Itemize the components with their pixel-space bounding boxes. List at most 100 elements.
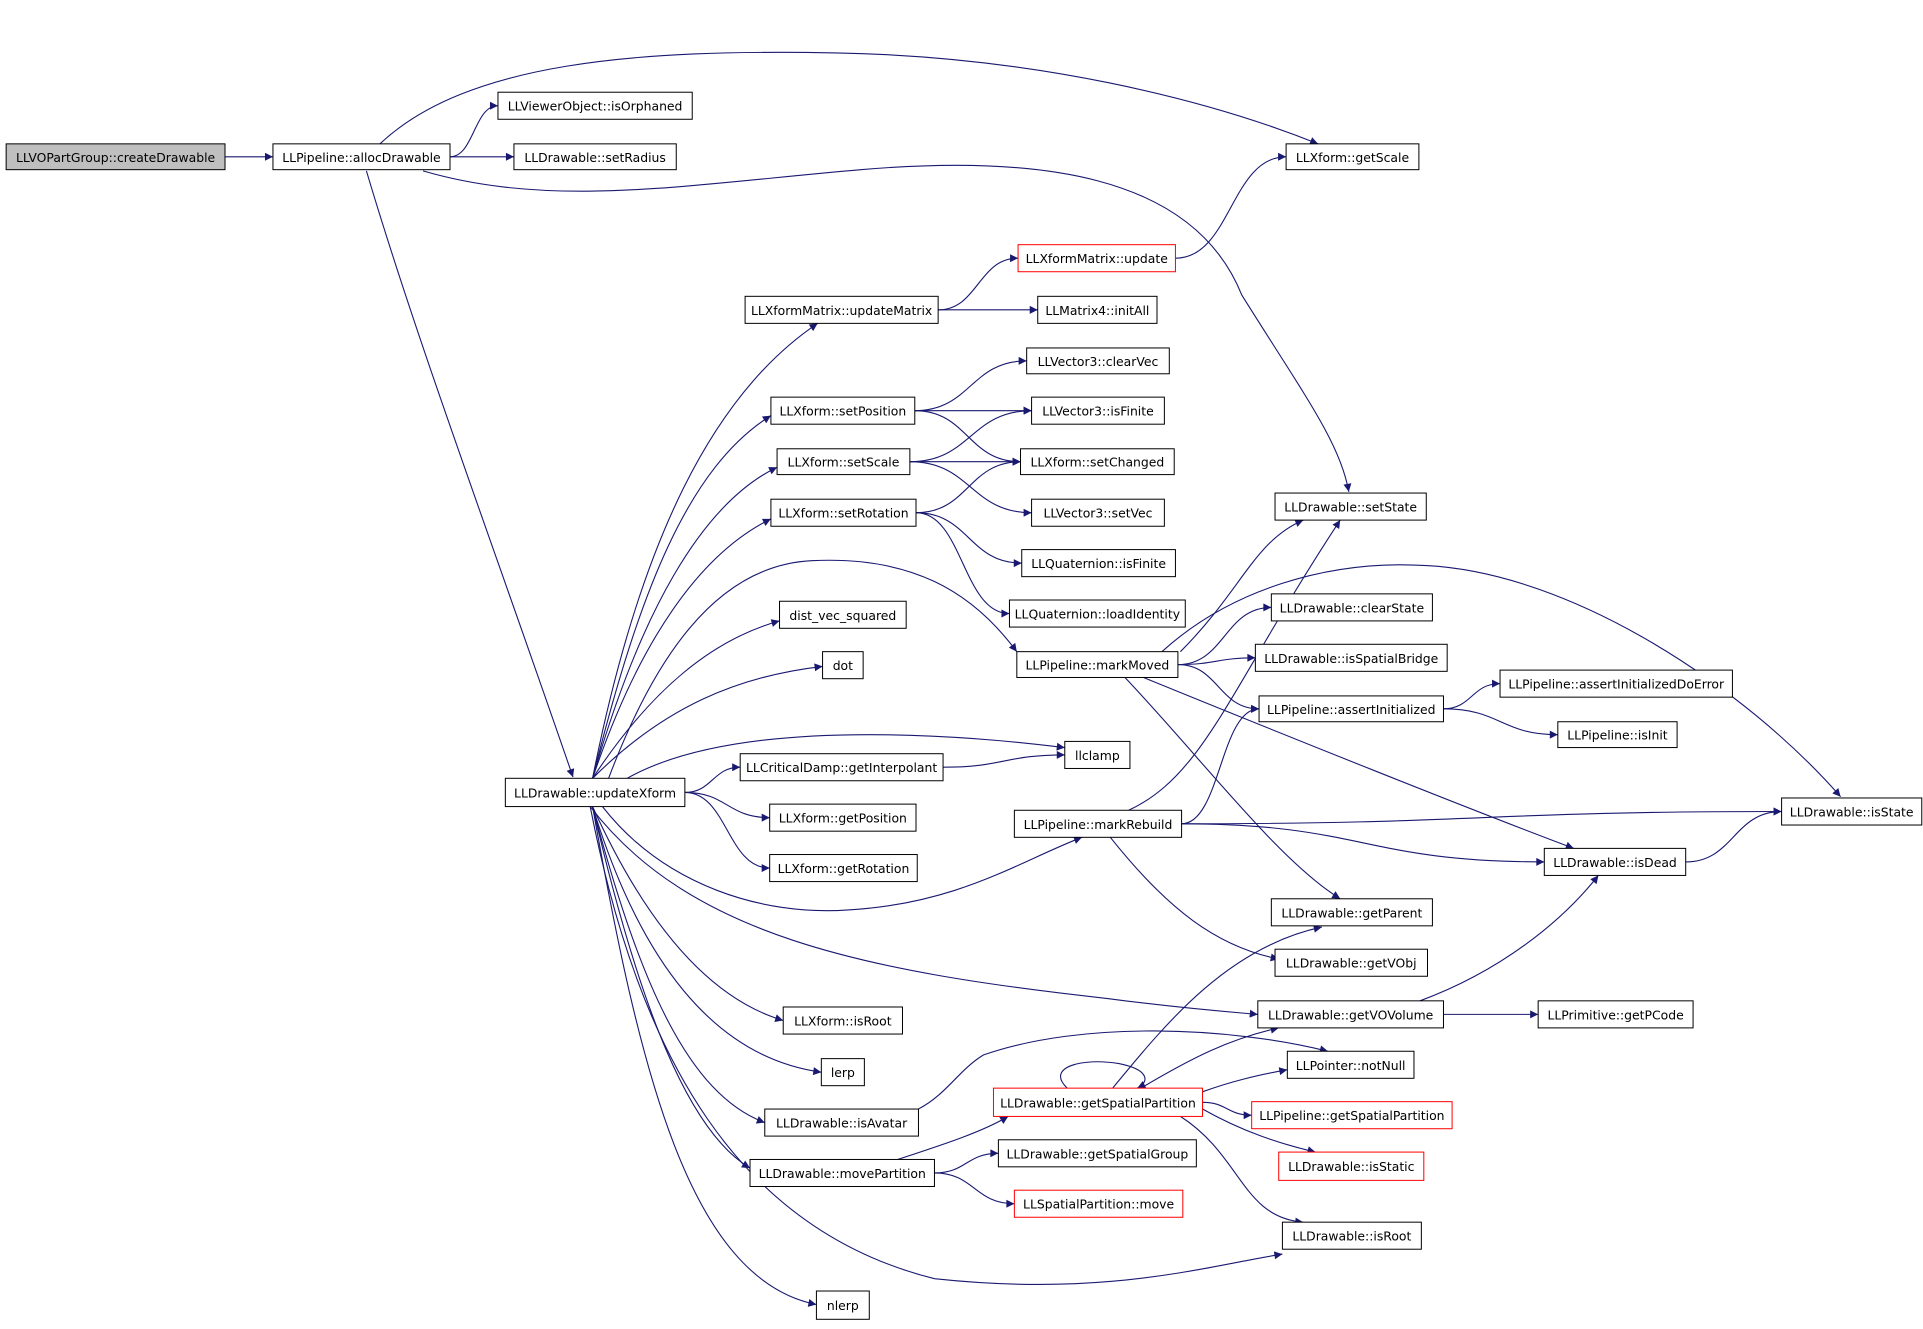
edge-setRotation-to-loadIdentity [916, 512, 1010, 618]
node-getParent[interactable]: LLDrawable::getParent [1270, 898, 1433, 927]
node-label: LLXform::getScale [1296, 150, 1409, 165]
edge-getSpatialPartition-to-isStatic [1202, 1108, 1316, 1155]
edge-updateXform-to-movePartition [592, 806, 751, 1169]
node-assertInit[interactable]: LLPipeline::assertInitialized [1258, 695, 1444, 723]
node-box [820, 1058, 865, 1087]
node-v3isFinite[interactable]: LLVector3::isFinite [1031, 396, 1165, 425]
node-getScale[interactable]: LLXform::getScale [1285, 143, 1420, 171]
edge-setPosition-to-clearVec [914, 356, 1027, 412]
node-clearState[interactable]: LLDrawable::clearState [1270, 593, 1433, 622]
node-isSpatialBridge[interactable]: LLDrawable::isSpatialBridge [1254, 643, 1448, 672]
node-setPosition[interactable]: LLXform::setPosition [770, 396, 916, 425]
node-isInit[interactable]: LLPipeline::isInit [1557, 721, 1678, 749]
node-updateMatrix[interactable]: LLXformMatrix::updateMatrix [744, 295, 939, 324]
node-lerp[interactable]: lerp [820, 1058, 865, 1087]
edge-getSpatialPartition-to-getSpatialPartition [1060, 1061, 1147, 1089]
edge-getSpatialPartition-to-getVOVolume [1140, 1025, 1279, 1089]
node-box [822, 651, 864, 680]
node-isStatic[interactable]: LLDrawable::isStatic [1278, 1151, 1425, 1181]
node-getPCode[interactable]: LLPrimitive::getPCode [1537, 1000, 1694, 1029]
node-box [770, 396, 916, 425]
node-label: LLDrawable::setRadius [524, 150, 666, 165]
node-label: LLPipeline::assertInitializedDoError [1508, 677, 1725, 692]
node-setVec[interactable]: LLVector3::setVec [1031, 498, 1165, 527]
edge-isDead-to-isState [1685, 807, 1782, 863]
node-label: LLDrawable::getParent [1281, 905, 1422, 920]
edge-markMoved-to-setState [1180, 519, 1304, 653]
node-label: LLDrawable::setState [1284, 500, 1417, 515]
node-setChanged[interactable]: LLXform::setChanged [1020, 448, 1175, 476]
edge-getInterpolant-to-llclamp [943, 750, 1065, 768]
node-getVOVolume[interactable]: LLDrawable::getVOVolume [1257, 1000, 1444, 1029]
node-allocDrawable[interactable]: LLPipeline::allocDrawable [272, 143, 451, 171]
node-label: LLPipeline::markMoved [1026, 658, 1170, 673]
node-isDead[interactable]: LLDrawable::isDead [1543, 847, 1687, 876]
node-box [1274, 948, 1428, 977]
node-distVec[interactable]: dist_vec_squared [779, 600, 907, 629]
node-qIsFinite[interactable]: LLQuaternion::isFinite [1021, 549, 1176, 578]
node-box [272, 143, 451, 171]
node-llclamp[interactable]: llclamp [1064, 740, 1131, 769]
node-label: LLViewerObject::isOrphaned [508, 99, 683, 114]
node-setRotation[interactable]: LLXform::setRotation [770, 498, 917, 527]
edge-updateXform-to-markMoved [608, 559, 1018, 779]
node-setState[interactable]: LLDrawable::setState [1274, 492, 1427, 521]
node-label: LLSpatialPartition::move [1023, 1197, 1174, 1212]
node-getSpatialGroup[interactable]: LLDrawable::getSpatialGroup [997, 1139, 1197, 1168]
node-xIsRoot[interactable]: LLXform::isRoot [782, 1006, 903, 1035]
node-markRebuild[interactable]: LLPipeline::markRebuild [1013, 809, 1183, 838]
node-box [1281, 1221, 1422, 1250]
node-isOrphaned[interactable]: LLViewerObject::isOrphaned [497, 91, 693, 120]
node-setRadius[interactable]: LLDrawable::setRadius [513, 143, 677, 171]
node-box [1016, 651, 1179, 678]
node-setScale[interactable]: LLXform::setScale [776, 448, 911, 476]
edge-markRebuild-to-isDead [1181, 823, 1545, 866]
edge-markMoved-to-isDead [1143, 676, 1574, 850]
node-xmUpdate[interactable]: LLXformMatrix::update [1017, 244, 1176, 273]
node-box [739, 753, 944, 782]
node-updateXform[interactable]: LLDrawable::updateXform [504, 777, 686, 808]
node-movePartition[interactable]: LLDrawable::movePartition [749, 1158, 935, 1188]
node-dot[interactable]: dot [822, 651, 864, 680]
node-nlerp[interactable]: nlerp [815, 1290, 870, 1320]
node-label: dot [833, 658, 853, 673]
edge-updateXform-to-isAvatar [592, 806, 765, 1124]
node-createDrawable[interactable]: LLVOPartGroup::createDrawable [5, 143, 226, 171]
node-label: LLPrimitive::getPCode [1547, 1007, 1683, 1022]
node-getVObj[interactable]: LLDrawable::getVObj [1274, 948, 1428, 977]
edge-setRotation-to-setChanged [916, 457, 1021, 514]
node-label: LLPipeline::assertInitialized [1267, 702, 1435, 717]
node-box [1286, 1050, 1415, 1079]
node-loadIdentity[interactable]: LLQuaternion::loadIdentity [1008, 599, 1186, 628]
node-box [1543, 847, 1687, 876]
node-label: lerp [831, 1065, 855, 1080]
node-markMoved[interactable]: LLPipeline::markMoved [1016, 651, 1179, 678]
node-pGetSpatialPartition[interactable]: LLPipeline::getSpatialPartition [1251, 1101, 1453, 1130]
node-getRotation[interactable]: LLXform::getRotation [769, 854, 918, 883]
edge-updateXform-to-setPosition [592, 415, 772, 779]
node-box [1013, 1189, 1184, 1218]
node-assertInitDo[interactable]: LLPipeline::assertInitializedDoError [1499, 669, 1733, 698]
node-box [1021, 549, 1176, 578]
edge-movePartition-to-getSpatialPartition [897, 1115, 1009, 1161]
node-dIsRoot[interactable]: LLDrawable::isRoot [1281, 1221, 1422, 1250]
node-getPosition[interactable]: LLXform::getPosition [769, 803, 917, 832]
node-box [779, 600, 907, 629]
node-isAvatar[interactable]: LLDrawable::isAvatar [764, 1108, 919, 1137]
node-label: LLXformMatrix::updateMatrix [751, 303, 932, 318]
node-label: LLVOPartGroup::createDrawable [16, 150, 215, 165]
node-isState[interactable]: LLDrawable::isState [1781, 797, 1923, 826]
node-notNull[interactable]: LLPointer::notNull [1286, 1050, 1415, 1079]
node-initAll[interactable]: LLMatrix4::initAll [1037, 295, 1158, 324]
node-box [1254, 643, 1448, 672]
edge-markRebuild-to-setState [1128, 519, 1341, 811]
node-spMove[interactable]: LLSpatialPartition::move [1013, 1189, 1184, 1218]
edge-setPosition-to-setChanged [914, 410, 1021, 466]
edge-updateXform-to-getPosition [684, 791, 770, 822]
node-clearVec[interactable]: LLVector3::clearVec [1026, 347, 1170, 375]
node-box [1251, 1101, 1453, 1130]
node-getSpatialPartition[interactable]: LLDrawable::getSpatialPartition [992, 1087, 1203, 1117]
node-getInterpolant[interactable]: LLCriticalDamp::getInterpolant [739, 753, 944, 782]
node-label: LLDrawable::getSpatialGroup [1006, 1146, 1188, 1161]
node-box [504, 777, 686, 808]
